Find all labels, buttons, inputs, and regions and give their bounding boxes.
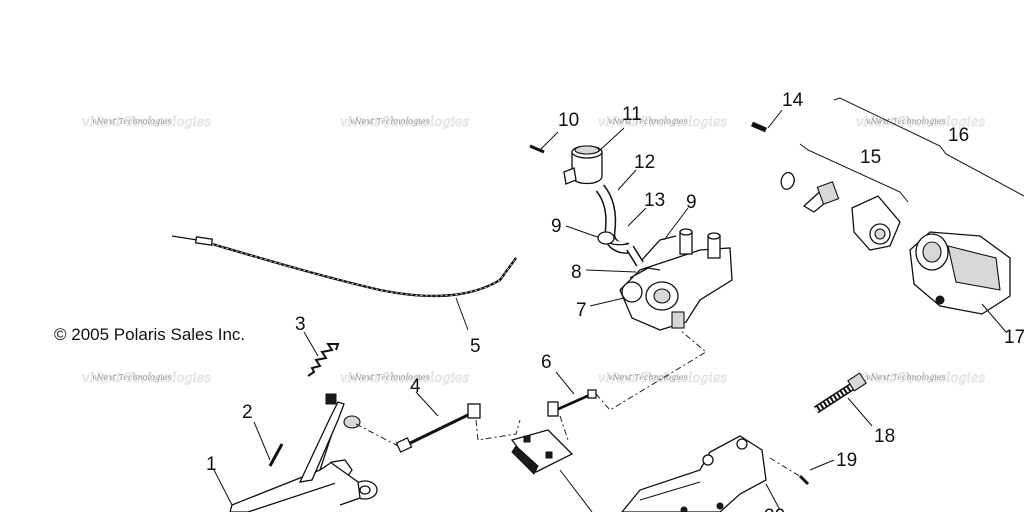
watermark: vNext Technologies: [608, 117, 687, 126]
copyright-notice: © 2005 Polaris Sales Inc.: [54, 325, 245, 344]
part-caliper-hardware: [780, 171, 901, 251]
watermarks: vNext Technologies vNext Technologies vN…: [82, 115, 986, 387]
callout-5: 5: [470, 336, 481, 357]
watermark: vNext Technologies: [350, 373, 429, 382]
watermark-ghost: vNext Technologies: [598, 115, 727, 130]
watermark: vNext Technologies: [866, 373, 945, 382]
callout-10: 10: [558, 110, 579, 131]
callout-20: 20: [764, 506, 785, 512]
callout-8: 8: [571, 262, 582, 283]
part-bolt-19: [769, 457, 835, 486]
watermark: vNext Technologies: [608, 373, 687, 382]
callout-2: 2: [242, 402, 253, 423]
part-reservoir-hose: [563, 127, 647, 267]
part-spring: [303, 331, 340, 377]
part-bracket: [510, 429, 593, 512]
part-brake-cable: [171, 235, 517, 331]
watermark-ghost: vNext Technologies: [82, 371, 211, 386]
callout-3: 3: [295, 314, 306, 335]
callout-18: 18: [874, 426, 895, 447]
part-cotter-pin: [253, 421, 284, 467]
watermark-ghost: vNext Technologies: [340, 371, 469, 386]
watermark: vNext Technologies: [92, 373, 171, 382]
part-caliper: [909, 231, 1011, 333]
callout-15: 15: [860, 147, 881, 168]
watermark: vNext Technologies: [866, 117, 945, 126]
callout-4: 4: [410, 376, 421, 397]
part-caliper-bracket-group: [799, 97, 1024, 203]
watermark-ghost: vNext Technologies: [340, 115, 469, 130]
callout-11: 11: [622, 104, 642, 125]
callouts: 1 2 3 4 5 6 7 8 9 9 10 11 12 13 14 15 16…: [206, 90, 1024, 512]
callout-19: 19: [836, 450, 857, 471]
callout-1: 1: [206, 454, 217, 475]
part-brake-pedal: [213, 393, 378, 512]
callout-14: 14: [782, 90, 804, 111]
watermark-ghost: vNext Technologies: [856, 371, 985, 386]
callout-9-right: 9: [686, 192, 697, 213]
part-caliper-pin: [813, 372, 873, 427]
part-screw-10: [529, 131, 559, 154]
watermark: vNext Technologies: [350, 117, 429, 126]
callout-7: 7: [576, 300, 587, 321]
watermark-ghost: vNext Technologies: [598, 371, 727, 386]
watermark-ghost: vNext Technologies: [82, 115, 211, 130]
watermark-ghost: vNext Technologies: [856, 115, 985, 130]
part-bolt-14: [751, 109, 783, 133]
watermark: vNext Technologies: [92, 117, 171, 126]
part-clevis: [547, 329, 707, 441]
callout-12: 12: [634, 152, 655, 173]
callout-16: 16: [948, 125, 969, 146]
part-rod: [355, 391, 521, 453]
callout-13: 13: [644, 190, 665, 211]
callout-6: 6: [541, 352, 552, 373]
callout-9-left: 9: [551, 216, 562, 237]
callout-17: 17: [1004, 327, 1024, 348]
part-mounting-plate: [621, 435, 781, 512]
part-master-cylinder: [565, 207, 733, 331]
